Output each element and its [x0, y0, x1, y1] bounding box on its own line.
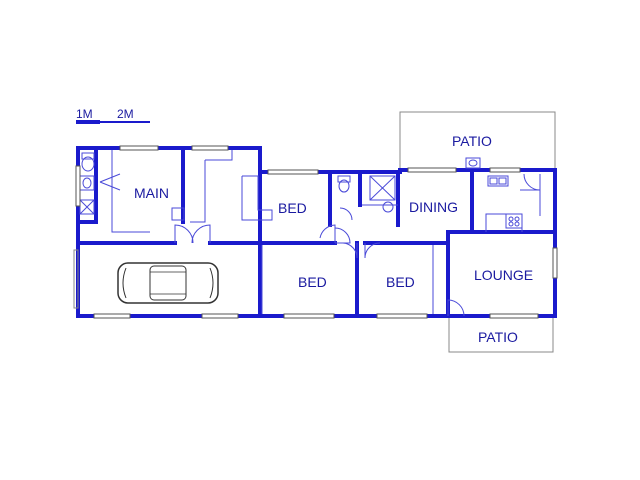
basin-bath-icon — [382, 201, 394, 213]
stove-icon — [505, 213, 523, 229]
room-label-bed-2: BED — [298, 274, 327, 290]
toilet-main-icon — [81, 152, 95, 172]
windows — [75, 145, 558, 319]
scale-bar: 1M 2M — [76, 107, 150, 124]
room-label-patio-bottom: PATIO — [478, 329, 518, 345]
room-label-lounge: LOUNGE — [474, 267, 533, 283]
kitchen-sink-icon — [487, 175, 509, 187]
room-label-bed-3: BED — [386, 274, 415, 290]
car-icon — [117, 262, 219, 304]
scale-label-1m: 1M — [76, 107, 93, 121]
shower-main-icon — [79, 199, 95, 215]
toilet-bath-icon — [337, 175, 351, 193]
scale-label-2m: 2M — [117, 107, 134, 121]
doors — [99, 173, 541, 317]
basin-main-icon — [79, 175, 95, 191]
room-label-bed-1: BED — [278, 200, 307, 216]
room-label-main: MAIN — [134, 185, 169, 201]
patio-basin-icon — [465, 157, 481, 169]
garage-door — [73, 249, 79, 309]
fittings — [111, 150, 541, 314]
room-label-patio-top: PATIO — [452, 133, 492, 149]
room-label-dining: DINING — [409, 199, 458, 215]
